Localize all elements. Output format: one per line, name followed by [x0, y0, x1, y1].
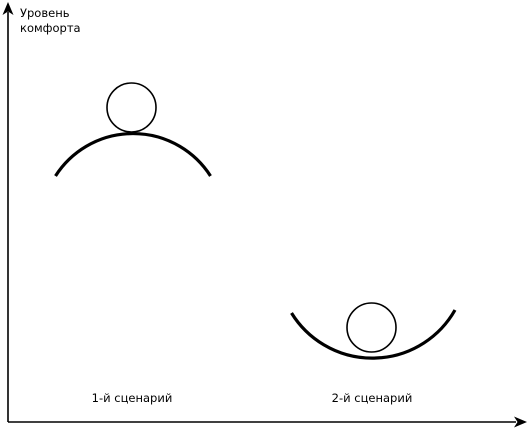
- scenario-1-hill-curve: [54, 131, 212, 177]
- y-axis-arrow-icon: [2, 2, 14, 15]
- scenario-2-ball: [346, 302, 397, 353]
- y-axis-label-line2: комфорта: [20, 21, 81, 35]
- x-axis-arrow-icon: [514, 416, 527, 428]
- scenario-2-valley-curve: [290, 309, 457, 360]
- y-axis: [2, 2, 14, 422]
- scenario-1-label: 1-й сценарий: [92, 391, 173, 405]
- scenario-2: 2-й сценарий: [290, 302, 457, 405]
- x-axis: [8, 416, 527, 428]
- scenario-2-label: 2-й сценарий: [332, 391, 413, 405]
- scenario-1: 1-й сценарий: [54, 82, 212, 405]
- scenario-1-ball: [106, 82, 157, 133]
- y-axis-label-line1: Уровень: [20, 6, 70, 20]
